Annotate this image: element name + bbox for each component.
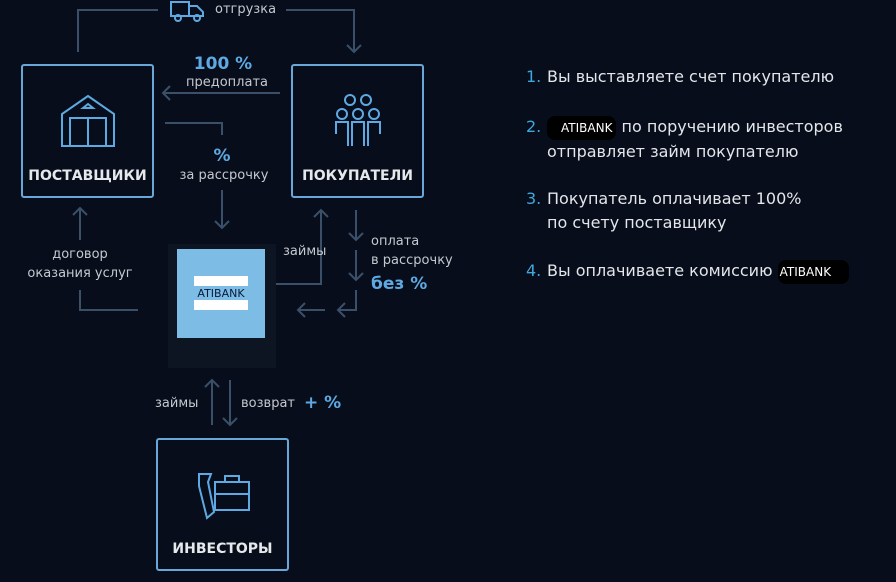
return-pct: + % — [304, 393, 342, 413]
contract-label-1: договор — [52, 247, 108, 262]
step-2: 2. ATIBANK по поручению инвесторов отправл… — [526, 115, 843, 164]
buyers-label: ПОКУПАТЕЛИ — [302, 168, 413, 184]
suppliers-label: ПОСТАВЩИКИ — [28, 168, 147, 184]
bank-name: ATIBANK — [197, 287, 245, 300]
step-number: 3. — [526, 189, 542, 208]
bank-name-inline: ATIBANK — [777, 260, 850, 284]
installment-fee-label: за рассрочку — [179, 168, 269, 183]
shipment-label: отгрузка — [215, 2, 277, 17]
pay-label-3: без % — [371, 274, 428, 294]
loans-investor-label: займы — [155, 396, 199, 411]
step-number: 4. — [526, 261, 542, 280]
investors-label: ИНВЕСТОРЫ — [172, 541, 273, 557]
step-3: 3. Покупатель оплачивает 100% по счету пос… — [526, 187, 801, 235]
bank-name-inline: ATIBANK — [547, 116, 617, 140]
step-text: по счету поставщику — [547, 213, 727, 232]
investors-box: ИНВЕСТОРЫ — [156, 438, 289, 571]
suppliers-box: ПОСТАВЩИКИ — [21, 64, 154, 198]
step-number: 2. — [526, 117, 542, 136]
loans-buyer-label: займы — [283, 244, 327, 259]
step-text: отправляет займ покупателю — [547, 142, 799, 161]
pay-label-2: в рассрочку — [371, 253, 453, 268]
bank-logo: ATIBANK — [177, 249, 265, 338]
contract-label-2: оказания услуг — [27, 266, 133, 281]
step-text: по поручению инвесторов — [621, 117, 843, 136]
step-4: 4. Вы оплачиваете комиссию ATIBANK — [526, 259, 850, 284]
tie-briefcase-icon — [197, 473, 250, 520]
return-label: возврат — [241, 396, 295, 411]
prepay-label: предоплата — [185, 75, 269, 90]
step-1: 1. Вы выставляете счет покупателю — [526, 65, 834, 89]
pay-label-1: оплата — [371, 234, 420, 249]
prepay-pct: 100 % — [193, 54, 253, 74]
warehouse-icon — [60, 94, 115, 147]
step-text: Вы оплачиваете комиссию — [547, 261, 773, 280]
buyers-box: ПОКУПАТЕЛИ — [291, 64, 424, 198]
pct-label: % — [213, 146, 231, 166]
step-text: Вы выставляете счет покупателю — [547, 67, 835, 86]
truck-icon — [170, 1, 204, 22]
step-text: Покупатель оплачивает 100% — [547, 189, 802, 208]
step-number: 1. — [526, 67, 542, 86]
people-icon — [334, 94, 381, 146]
